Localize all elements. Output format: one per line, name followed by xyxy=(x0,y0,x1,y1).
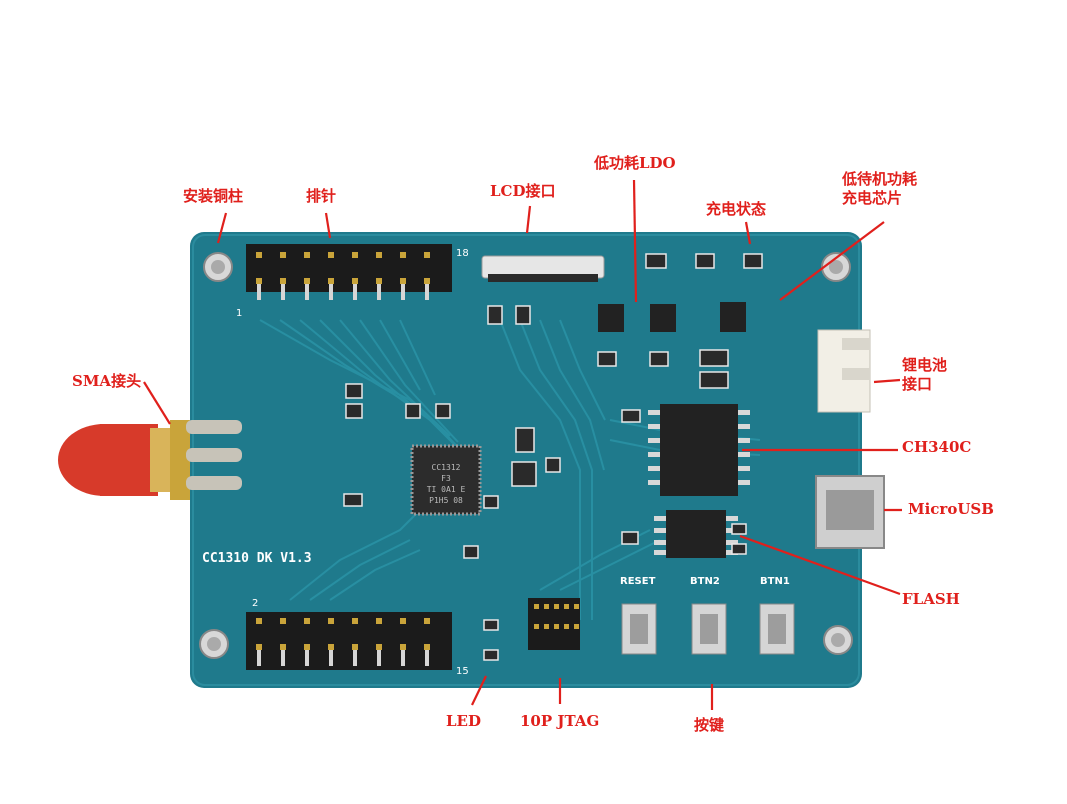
annotation-charge-chip: 低待机功耗 充电芯片 xyxy=(842,170,918,207)
header-pin-number: 1 xyxy=(236,308,242,319)
jtag-header xyxy=(528,598,580,650)
annotation-battery-port: 锂电池 接口 xyxy=(902,356,948,393)
header-pin xyxy=(376,644,382,650)
header-pin xyxy=(328,278,334,284)
header-pin-leg xyxy=(377,650,381,666)
pin-header-bottom xyxy=(246,612,452,670)
annotation-microusb: MicroUSB xyxy=(908,500,994,518)
header-pin-leg xyxy=(329,284,333,300)
header-pin xyxy=(304,252,310,258)
annotation-flash: FLASH xyxy=(902,590,960,608)
passive-components xyxy=(343,253,763,661)
header-pin-number: 18 xyxy=(456,248,469,259)
header-pin-leg xyxy=(401,284,405,300)
mcu-chip: CC1312 F3 TI 0A1 E P1H5 08 xyxy=(410,444,482,516)
header-pin xyxy=(352,278,358,284)
mcu-marking-line: CC1312 xyxy=(432,463,461,472)
annotation-charge-status: 充电状态 xyxy=(706,200,767,218)
header-pin xyxy=(424,278,430,284)
header-pin xyxy=(400,252,406,258)
header-pin xyxy=(256,278,262,284)
board-silkscreen: CC1310 DK V1.3 xyxy=(202,551,312,566)
annotation-low-power-ldo: 低功耗LDO xyxy=(594,154,676,172)
header-pin xyxy=(376,252,382,258)
pcb-board xyxy=(190,232,862,688)
header-pin xyxy=(400,644,406,650)
annotation-jtag: 10P JTAG xyxy=(520,712,600,730)
pin-header-top xyxy=(246,244,452,300)
header-pin xyxy=(256,252,262,258)
header-pin xyxy=(328,252,334,258)
header-pin-leg xyxy=(401,650,405,666)
annotation-led: LED xyxy=(446,712,481,730)
battery-connector xyxy=(817,329,871,413)
header-pin-number: 15 xyxy=(456,666,469,677)
header-pin xyxy=(280,644,286,650)
mounting-hole xyxy=(199,252,853,659)
header-pin xyxy=(424,252,430,258)
header-pin xyxy=(352,252,358,258)
header-pin xyxy=(424,644,430,650)
header-pin xyxy=(280,618,286,624)
header-pin xyxy=(304,278,310,284)
header-pin-leg xyxy=(353,650,357,666)
header-pin-leg xyxy=(305,650,309,666)
header-pin xyxy=(256,618,262,624)
annotation-ch340c: CH340C xyxy=(902,438,972,456)
header-pin xyxy=(424,618,430,624)
annotation-lcd-port: LCD接口 xyxy=(490,182,556,200)
annotation-keys: 按键 xyxy=(694,716,725,734)
header-pin-leg xyxy=(257,284,261,300)
header-pin xyxy=(328,618,334,624)
mcu-marking-line: F3 xyxy=(441,474,451,483)
header-pin-leg xyxy=(329,650,333,666)
header-pin-leg xyxy=(281,284,285,300)
ch340c-chip xyxy=(648,404,750,496)
header-pin xyxy=(256,644,262,650)
header-pin xyxy=(280,278,286,284)
header-pin-leg xyxy=(353,284,357,300)
sma-connector xyxy=(58,420,242,500)
header-pin-leg xyxy=(377,284,381,300)
header-pin-leg xyxy=(281,650,285,666)
header-pin xyxy=(400,618,406,624)
header-pin xyxy=(376,278,382,284)
header-pin xyxy=(400,278,406,284)
header-pin xyxy=(352,618,358,624)
small-ic xyxy=(598,302,746,332)
lcd-connector xyxy=(481,255,605,282)
button-label-btn1: BTN1 xyxy=(760,576,790,587)
header-pin-number: 2 xyxy=(252,598,258,609)
tactile-button xyxy=(621,603,795,655)
annotation-leader-lines xyxy=(143,179,902,710)
annotation-pin-header: 排针 xyxy=(306,187,337,205)
header-pin-leg xyxy=(425,650,429,666)
header-pin-leg xyxy=(305,284,309,300)
button-label-btn2: BTN2 xyxy=(690,576,720,587)
header-pin xyxy=(280,252,286,258)
button-label-reset: RESET xyxy=(620,576,656,587)
header-pin xyxy=(304,644,310,650)
mcu-marking-line: P1H5 08 xyxy=(429,496,463,505)
header-pin xyxy=(352,644,358,650)
annotation-copper-pillar: 安装铜柱 xyxy=(183,187,244,205)
mcu-marking-line: TI 0A1 E xyxy=(427,485,466,494)
header-pin xyxy=(376,618,382,624)
header-pin xyxy=(328,644,334,650)
header-pin-leg xyxy=(257,650,261,666)
flash-chip xyxy=(654,510,738,558)
header-pin-leg xyxy=(425,284,429,300)
microusb-connector xyxy=(815,475,885,549)
annotation-sma: SMA接头 xyxy=(72,372,142,390)
header-pin xyxy=(304,618,310,624)
